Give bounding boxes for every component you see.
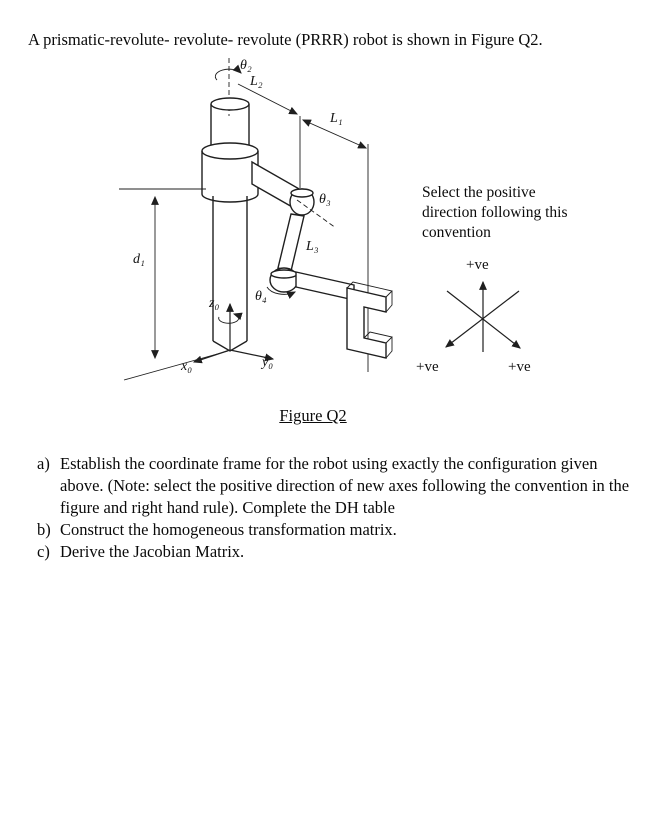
convention-axes-star: [445, 280, 521, 352]
question-item-a: a) Establish the coordinate frame for th…: [37, 453, 637, 519]
label-theta4: θ₄: [255, 289, 267, 304]
label-l1: L₁: [329, 111, 343, 126]
column-top-cap: [210, 97, 250, 111]
label-l3: L₃: [305, 239, 319, 254]
joint3-axis-dashed: [296, 199, 337, 229]
convention-lower-right-axis: [446, 290, 521, 349]
collar-bottom: [201, 193, 259, 203]
convention-lower-left-axis: [445, 290, 520, 348]
question-intro: A prismatic-revolute- revolute- revolute…: [28, 29, 543, 49]
theta2-rotation-arrow: [214, 64, 242, 81]
question-text: Construct the homogeneous transformation…: [60, 520, 397, 539]
label-theta3: θ₃: [319, 192, 331, 207]
label-y0: ŷ₀: [260, 355, 273, 370]
question-text: Derive the Jacobian Matrix.: [60, 542, 245, 561]
question-item-b: b) Construct the homogeneous transformat…: [37, 519, 637, 541]
forearm-link: [295, 271, 355, 301]
l2-dimension-line: [237, 83, 299, 115]
question-label: a): [37, 454, 50, 473]
z0-rotation-arc: [218, 312, 243, 324]
question-text: Establish the coordinate frame for the r…: [60, 454, 630, 517]
label-l2: L₂: [249, 74, 263, 89]
question-label: b): [37, 520, 51, 539]
question-item-c: c) Derive the Jacobian Matrix.: [37, 541, 637, 563]
label-d1: d₁: [133, 252, 145, 267]
label-theta2: θ₂: [240, 58, 252, 73]
label-positive-right: +ve: [508, 359, 531, 375]
question-label: c): [37, 542, 50, 561]
figure-caption: Figure Q2: [279, 406, 347, 425]
label-z0: z₀: [208, 296, 219, 311]
question-list: a) Establish the coordinate frame for th…: [37, 453, 637, 563]
robot-drawing: [119, 58, 393, 381]
label-x0: x₀: [180, 359, 192, 374]
l3-link: [277, 213, 305, 272]
label-positive-top: +ve: [466, 257, 489, 273]
column-base-tip: [212, 340, 248, 352]
gripper-end-effector: [346, 287, 387, 359]
l1-dimension-line: [301, 119, 368, 149]
y0-axis-arrow: [229, 349, 275, 362]
theta4-rotation-arrow: [266, 286, 297, 299]
gripper-depth-lines: [346, 281, 393, 359]
x0-axis-arrow: [192, 349, 231, 364]
label-positive-left: +ve: [416, 359, 439, 375]
convention-instruction: Select the positive direction following …: [422, 184, 568, 241]
collar-top-cap: [201, 142, 259, 160]
